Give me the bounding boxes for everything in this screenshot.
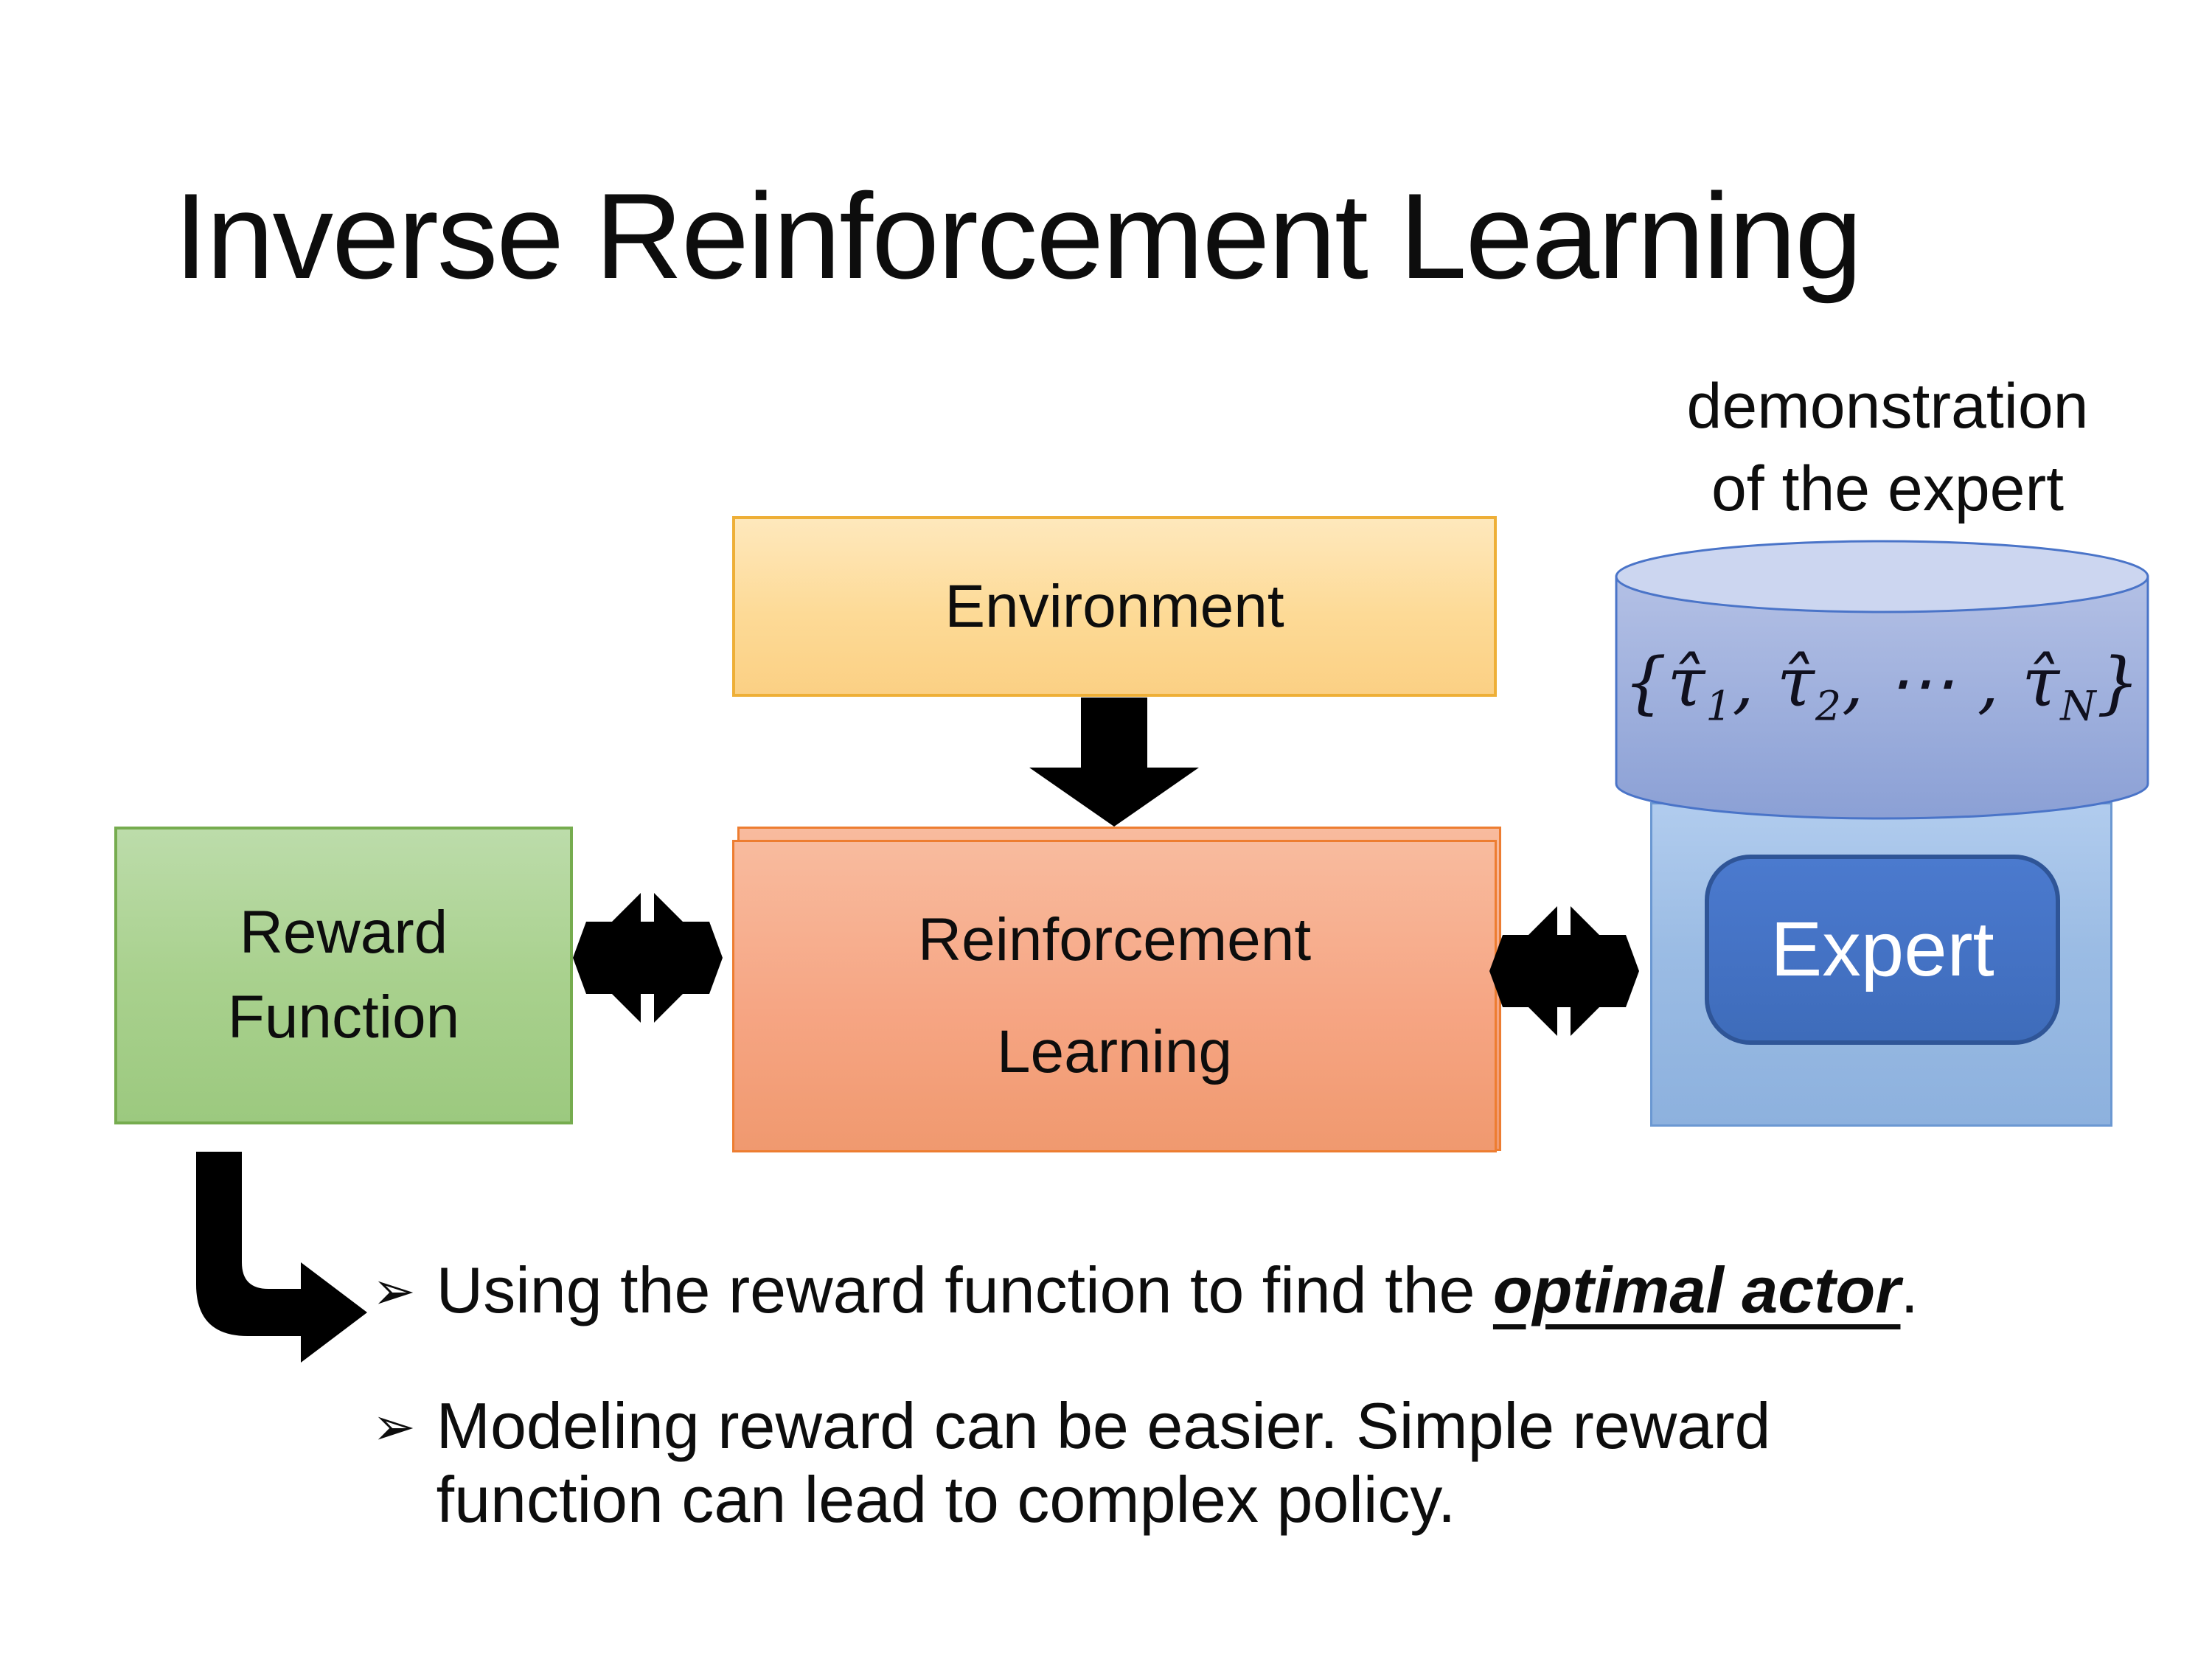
- bullet-item-1: ➢ Using the reward function to find the …: [372, 1253, 1919, 1327]
- down-arrow-icon: [1029, 698, 1199, 827]
- bent-arrow-icon: [196, 1152, 367, 1363]
- environment-label: Environment: [945, 572, 1284, 640]
- trajectory-set-label: {τ̂1, τ̂2, ⋯ , τ̂N}: [1623, 643, 2141, 731]
- bullet-2-text: Modeling reward can be easier. Simple re…: [436, 1389, 1771, 1537]
- reinforcement-learning-label: Reinforcement Learning: [917, 906, 1312, 1085]
- math-tau-2: τ̂: [1777, 643, 1815, 722]
- math-open-brace: {: [1623, 643, 1668, 722]
- arrowhead-bullet-icon: ➢: [372, 1397, 416, 1457]
- demonstration-label: demonstration of the expert: [1686, 371, 2089, 524]
- page-title: Inverse Reinforcement Learning: [174, 168, 1863, 304]
- environment-box: Environment: [732, 516, 1497, 697]
- math-tau-1: τ̂: [1667, 643, 1706, 722]
- math-dots: , ⋯ ,: [1842, 643, 2023, 722]
- optimal-actor-highlight: optimal actor: [1492, 1253, 1901, 1326]
- expert-box: Expert: [1705, 855, 2060, 1045]
- reward-function-label: Reward Function: [227, 899, 460, 1051]
- expert-label: Expert: [1770, 906, 1994, 992]
- reward-function-box: Reward Function: [114, 827, 573, 1124]
- bullet-item-2: ➢ Modeling reward can be easier. Simple …: [372, 1389, 1770, 1537]
- double-arrow-icon-rl-expert: [1489, 898, 1639, 1044]
- bullet-1-text: Using the reward function to find the op…: [436, 1253, 1919, 1326]
- math-close-brace: }: [2096, 643, 2141, 722]
- arrowhead-bullet-icon: ➢: [372, 1261, 416, 1321]
- double-arrow-icon-reward-rl: [573, 885, 723, 1031]
- reinforcement-learning-box: Reinforcement Learning: [732, 840, 1497, 1152]
- demonstration-cylinder-icon: [1615, 540, 2149, 820]
- math-tau-n: τ̂: [2022, 643, 2061, 722]
